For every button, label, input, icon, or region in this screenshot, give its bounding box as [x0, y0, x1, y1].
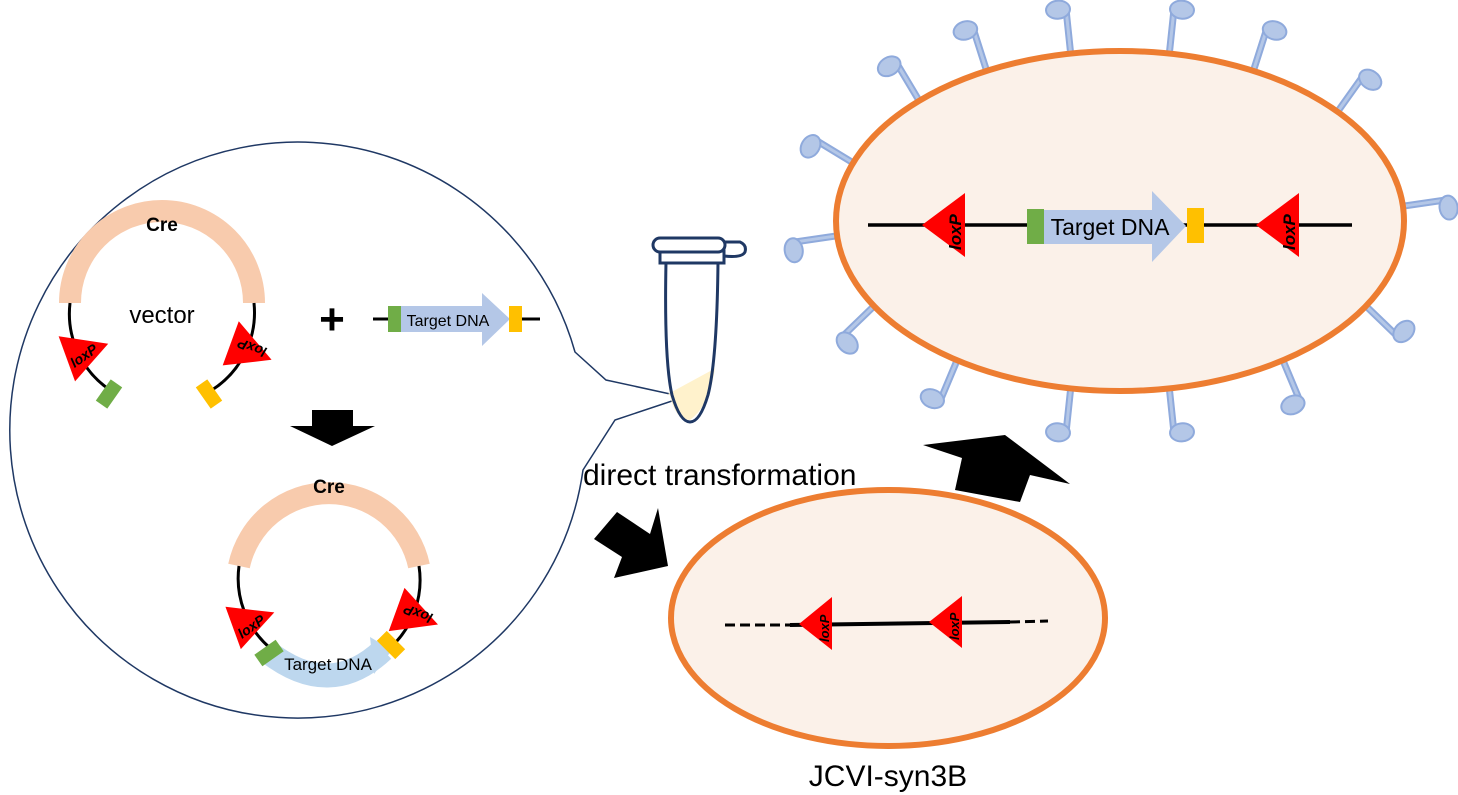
- loxp-label: loxP: [947, 612, 962, 640]
- cre-label: Cre: [313, 477, 345, 498]
- loxp-site: loxP: [929, 596, 962, 648]
- target-dna-arrow: [1044, 191, 1186, 262]
- loxp-label: loxP: [946, 213, 965, 250]
- appendage-head: [1261, 20, 1288, 41]
- target-dna-label: Target DNA: [1051, 214, 1171, 240]
- green-marker: [388, 306, 401, 332]
- yellow-marker: [509, 306, 522, 332]
- green-marker: [95, 379, 123, 409]
- cre-gene-arc: [228, 482, 430, 569]
- loxp-site: loxP: [1256, 193, 1299, 257]
- down-arrow: [290, 410, 375, 446]
- appendage-head: [783, 237, 804, 264]
- appendage-head: [1280, 394, 1306, 416]
- green-marker: [254, 639, 284, 667]
- appendage-head: [876, 55, 902, 78]
- loxp-label: loxP: [817, 614, 832, 642]
- loxp-label: loxP: [1280, 213, 1299, 250]
- appendage-head: [919, 388, 945, 410]
- direct-transformation-label: direct transformation: [583, 459, 856, 492]
- appendage-head: [1045, 0, 1071, 20]
- host-cell-before: loxP loxP: [668, 487, 1108, 749]
- loxp-site: loxP: [922, 193, 965, 257]
- appendage-head: [1169, 0, 1195, 20]
- loxp-site: loxP: [799, 597, 832, 650]
- appendage-head: [1392, 319, 1416, 344]
- transformation-arrow: [594, 508, 668, 578]
- appendage-head: [1045, 422, 1071, 443]
- loxp-site: loxP: [388, 587, 438, 632]
- appendage-head: [799, 134, 822, 159]
- cre-gene-arc: [59, 200, 265, 304]
- yellow-marker: [1187, 208, 1204, 243]
- green-marker: [1027, 209, 1044, 244]
- appendage-head: [835, 331, 859, 355]
- target-dna-fragment: Target DNA: [373, 293, 540, 346]
- target-dna-arc-head: [370, 637, 392, 674]
- appendages: [783, 0, 1458, 443]
- yellow-marker: [195, 379, 223, 409]
- strain-label: JCVI-syn3B: [809, 760, 967, 793]
- appendage-head: [1358, 68, 1383, 91]
- plus-sign: +: [319, 295, 345, 344]
- target-dna-label: Target DNA: [407, 313, 490, 330]
- appendage-head: [1169, 422, 1195, 443]
- target-dna-arrow: [400, 293, 510, 346]
- appendage-head: [952, 20, 979, 41]
- target-dna-arc: [260, 640, 392, 688]
- cre-label: Cre: [146, 215, 178, 236]
- microcentrifuge-tube-icon: [651, 236, 747, 424]
- host-cell-after: loxP loxP Target DNA: [833, 48, 1407, 394]
- target-dna-label: Target DNA: [284, 655, 373, 674]
- yellow-marker: [376, 630, 406, 660]
- upward-arrow: [923, 435, 1070, 502]
- vector-label: vector: [129, 302, 194, 329]
